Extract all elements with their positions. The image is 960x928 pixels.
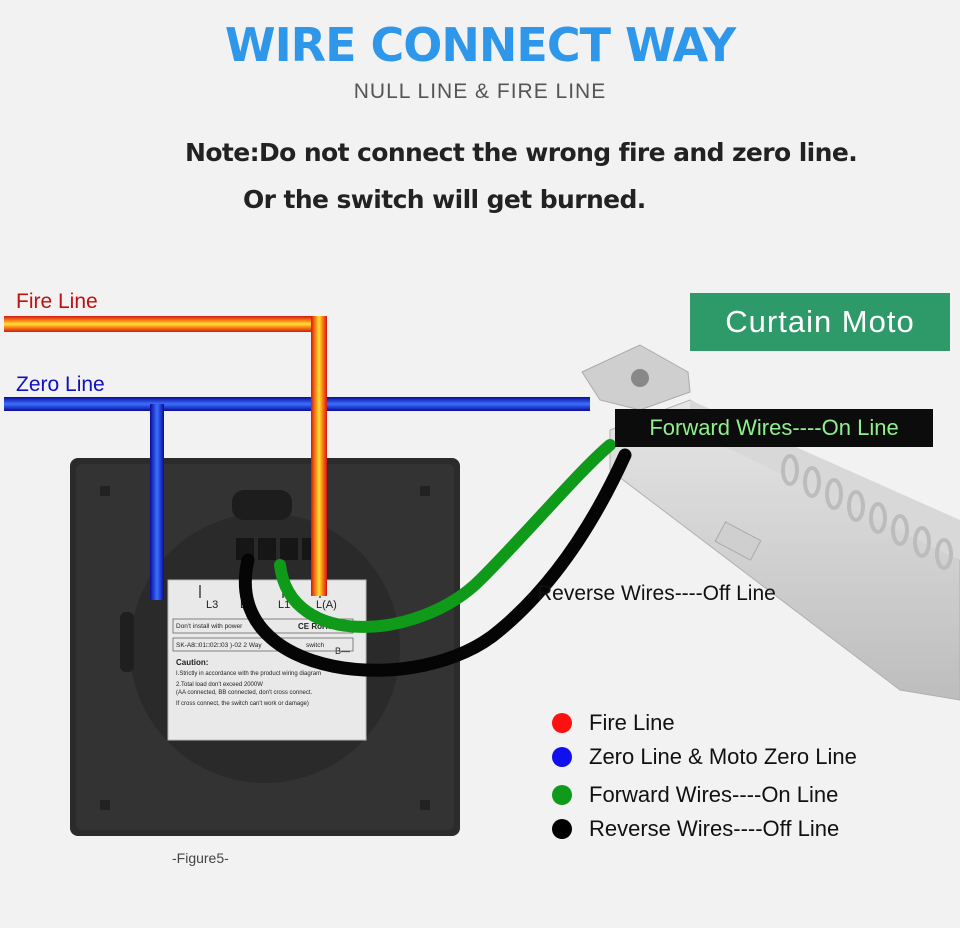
switch-label-sticker: L3 L2 L1 L(A) Don't install with power C…	[167, 579, 367, 741]
caution-title: Caution:	[176, 658, 208, 667]
zero-line-wire	[4, 397, 590, 600]
warning-note-line-2: Or the switch will get burned.	[243, 185, 646, 214]
caution-line-1: I.Strictly in accordance with the produc…	[176, 671, 321, 677]
page-title: WIRE CONNECT WAY	[224, 18, 736, 72]
blue-dot-icon	[552, 747, 572, 767]
terminal-label-la: L(A)	[316, 599, 337, 611]
black-dot-icon	[552, 819, 572, 839]
legend-label: Reverse Wires----Off Line	[589, 816, 840, 841]
legend-item-reverse: Reverse Wires----Off Line	[552, 812, 857, 846]
curtain-motor	[581, 344, 960, 701]
legend-item-forward: Forward Wires----On Line	[552, 778, 857, 812]
ce-mark: CE RoHS	[298, 622, 334, 631]
reverse-wires-label: Reverse Wires----Off Line	[537, 582, 776, 605]
sticker-warning: Don't install with power	[176, 623, 243, 630]
caution-line-2: 2.Total load don't exceed 2000W	[176, 682, 263, 688]
terminal-label-l1: L1	[278, 599, 290, 611]
fire-line-label: Fire Line	[16, 290, 98, 313]
fire-line-wire	[4, 316, 327, 596]
forward-wires-label: Forward Wires----On Line	[615, 409, 933, 447]
reverse-wire	[239, 448, 632, 677]
warning-note-line-1: Note:Do not connect the wrong fire and z…	[185, 138, 858, 167]
curtain-moto-label: Curtain Moto	[690, 293, 950, 351]
legend-label: Zero Line & Moto Zero Line	[589, 744, 857, 769]
legend-label: Forward Wires----On Line	[589, 782, 839, 807]
legend-label: Fire Line	[589, 710, 675, 735]
legend-item-fire: Fire Line	[552, 706, 857, 740]
caution-line-4: If cross connect, the switch can't work …	[176, 701, 309, 707]
figure-caption: -Figure5-	[172, 850, 229, 866]
terminal-label-l3: L3	[206, 599, 218, 611]
green-dot-icon	[552, 785, 572, 805]
caution-line-3: (AA connected, BB connected, don't cross…	[176, 690, 313, 696]
zero-line-label: Zero Line	[16, 373, 105, 396]
legend-item-zero: Zero Line & Moto Zero Line	[552, 740, 857, 774]
sticker-model: SK-A8□01□02□03 )-02 2 Way	[176, 642, 262, 649]
sticker-model-suffix: switch	[306, 642, 324, 649]
forward-wire	[274, 439, 616, 633]
red-dot-icon	[552, 713, 572, 733]
legend: Fire Line Zero Line & Moto Zero Line For…	[552, 706, 857, 846]
page-subtitle: NULL LINE & FIRE LINE	[353, 80, 607, 103]
